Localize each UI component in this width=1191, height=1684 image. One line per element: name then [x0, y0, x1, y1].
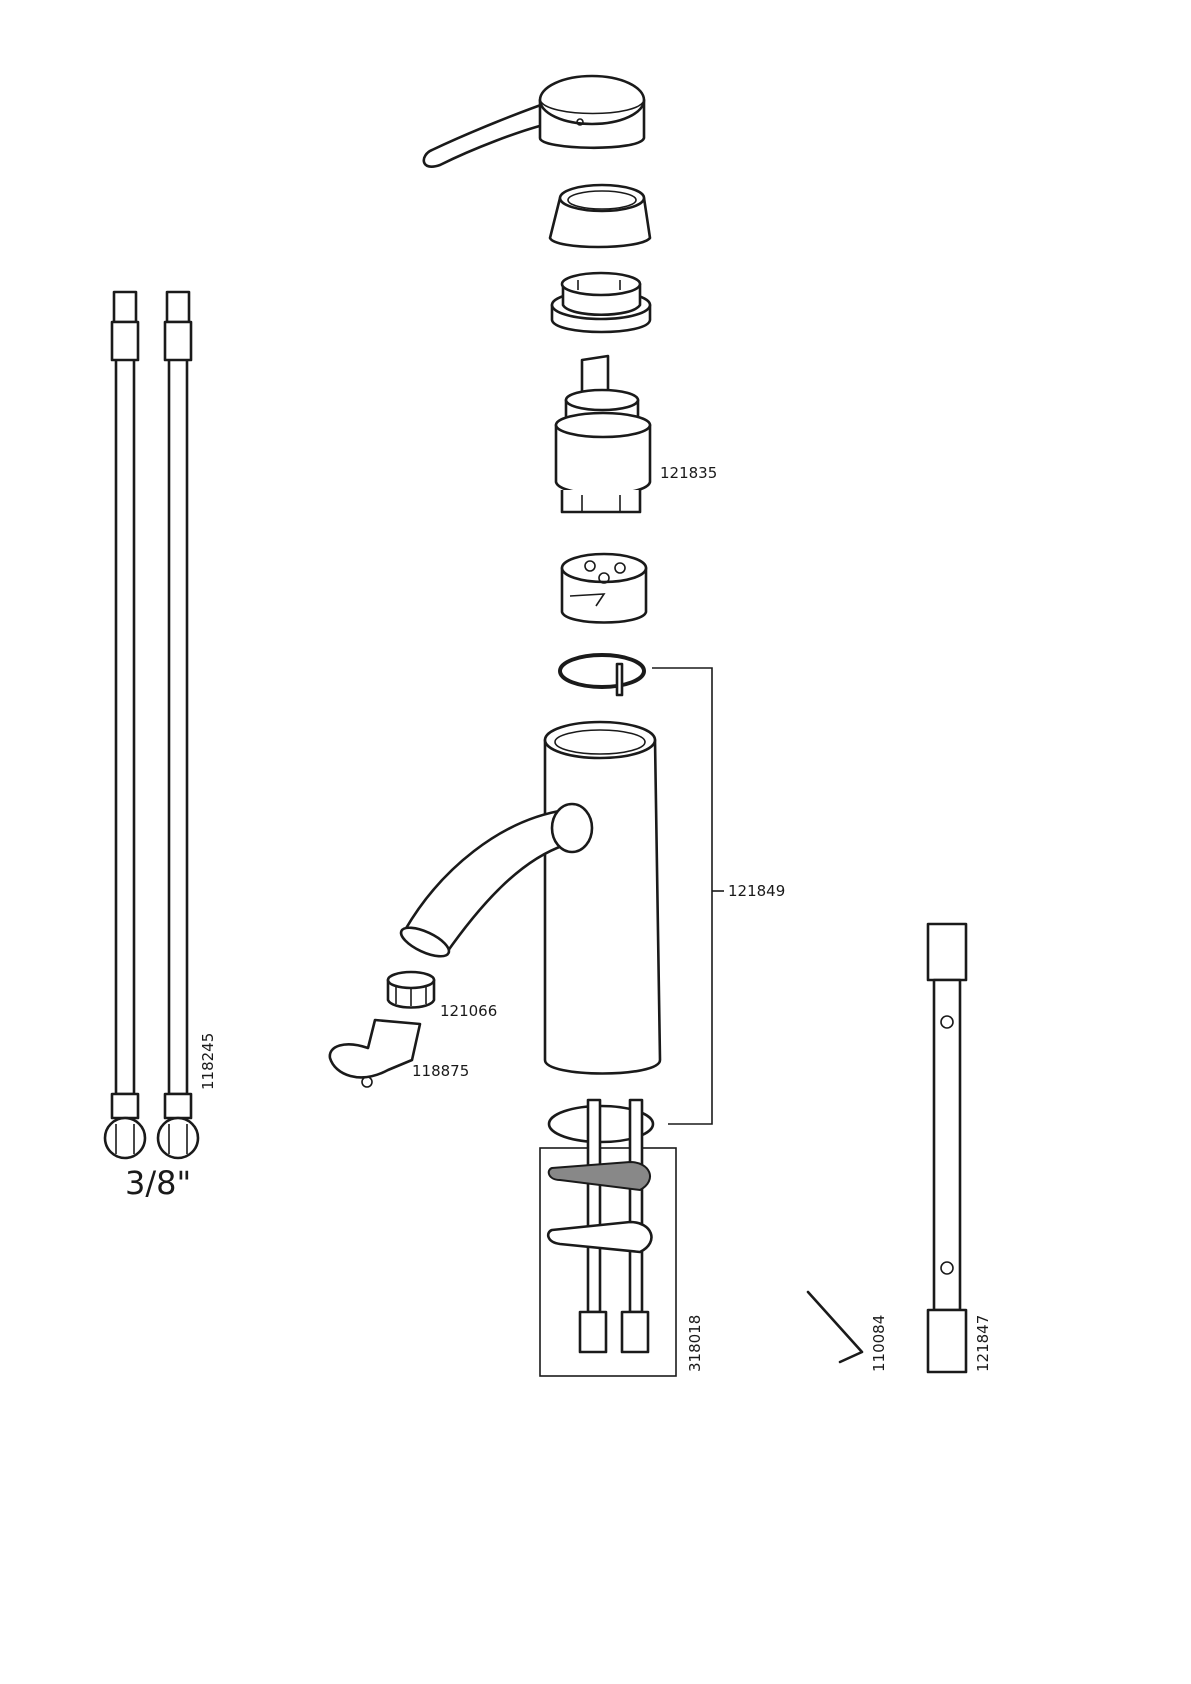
aerator-key-part: [330, 1020, 420, 1087]
label-aerator: 121066: [440, 1002, 497, 1020]
o-ring: [560, 655, 644, 695]
base-adapter: [562, 554, 646, 623]
socket-wrench-part: [928, 924, 966, 1372]
label-hex-key: 110084: [870, 1315, 888, 1372]
label-mount-set: 318018: [686, 1315, 704, 1372]
hoses-part: [105, 292, 198, 1158]
threaded-ring: [552, 273, 650, 332]
label-hoses: 118245: [199, 1033, 217, 1090]
label-cartridge: 121835: [660, 464, 717, 482]
aerator-part: [388, 972, 434, 1008]
label-aerator-key: 118875: [412, 1062, 469, 1080]
hose-size-label: 3/8": [125, 1164, 191, 1202]
leader-121849: [652, 668, 724, 1124]
cover-cap: [550, 185, 650, 247]
label-socket-wrench: 121847: [974, 1315, 992, 1372]
label-body-oring: 121849: [728, 882, 785, 900]
mount-set-part: [540, 1100, 676, 1376]
faucet-body: [397, 722, 660, 1074]
cartridge-part: [556, 356, 650, 512]
hex-key-part: [808, 1292, 862, 1362]
handle-lever: [424, 76, 644, 167]
